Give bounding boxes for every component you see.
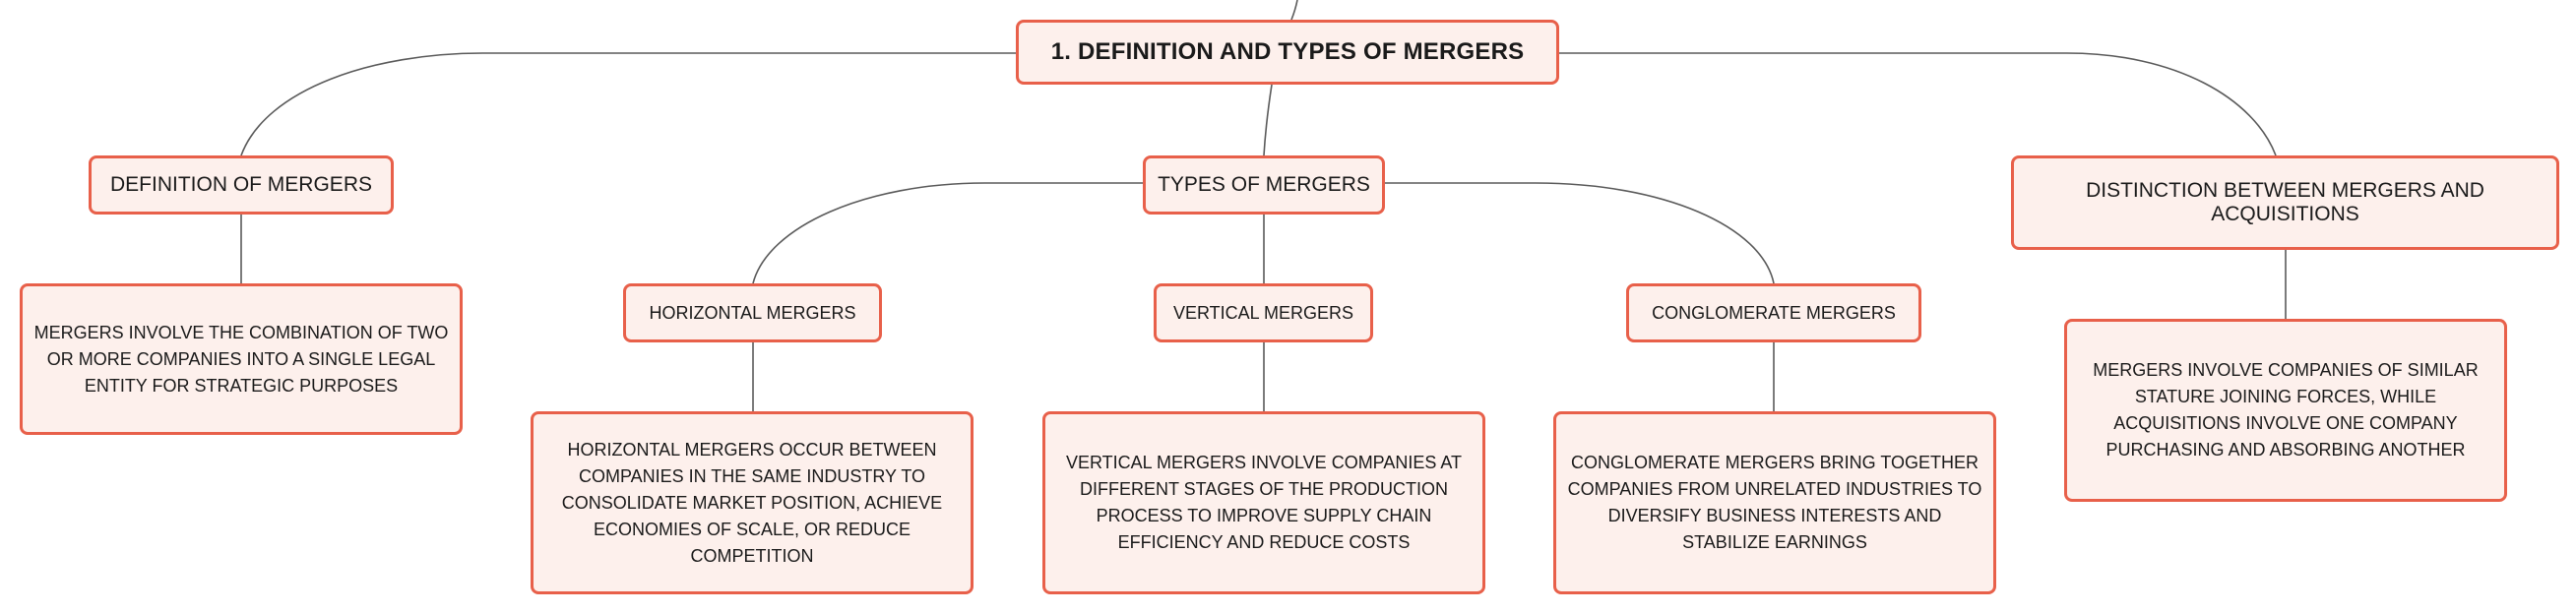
definition-detail-text: MERGERS INVOLVE THE COMBINATION OF TWO O…	[33, 322, 449, 396]
root-node-label: 1. DEFINITION AND TYPES OF MERGERS	[1050, 38, 1525, 65]
conglomerate-mergers-label: CONGLOMERATE MERGERS	[1652, 302, 1896, 323]
vertical-mergers-detail-text: VERTICAL MERGERS INVOLVE COMPANIES AT DI…	[1065, 453, 1463, 552]
conglomerate-mergers-detail-node[interactable]: CONGLOMERATE MERGERS BRING TOGETHER COMP…	[1553, 411, 1996, 594]
horizontal-mergers-node[interactable]: HORIZONTAL MERGERS	[623, 283, 882, 342]
definition-node-label: DEFINITION OF MERGERS	[109, 173, 372, 196]
definition-node[interactable]: DEFINITION OF MERGERS	[89, 155, 394, 215]
connector-types-to-horizontal	[752, 182, 1145, 284]
conglomerate-mergers-detail-text: CONGLOMERATE MERGERS BRING TOGETHER COMP…	[1567, 453, 1982, 552]
definition-detail-node[interactable]: MERGERS INVOLVE THE COMBINATION OF TWO O…	[20, 283, 463, 435]
distinction-node[interactable]: DISTINCTION BETWEEN MERGERS AND ACQUISIT…	[2011, 155, 2559, 250]
connector-root-to-types	[1263, 84, 1273, 156]
vertical-mergers-node[interactable]: VERTICAL MERGERS	[1154, 283, 1373, 342]
horizontal-mergers-label: HORIZONTAL MERGERS	[649, 302, 856, 323]
distinction-detail-node[interactable]: MERGERS INVOLVE COMPANIES OF SIMILAR STA…	[2064, 319, 2507, 502]
connector-parent-to-root	[1290, 0, 1298, 21]
connector-types-to-conglomerate	[1383, 182, 1775, 284]
types-node-label: TYPES OF MERGERS	[1158, 173, 1370, 196]
distinction-detail-text: MERGERS INVOLVE COMPANIES OF SIMILAR STA…	[2093, 360, 2479, 460]
types-node[interactable]: TYPES OF MERGERS	[1143, 155, 1385, 215]
vertical-mergers-detail-node[interactable]: VERTICAL MERGERS INVOLVE COMPANIES AT DI…	[1042, 411, 1485, 594]
horizontal-mergers-detail-text: HORIZONTAL MERGERS OCCUR BETWEEN COMPANI…	[561, 439, 943, 566]
distinction-node-label: DISTINCTION BETWEEN MERGERS AND ACQUISIT…	[2086, 179, 2484, 225]
vertical-mergers-label: VERTICAL MERGERS	[1172, 302, 1354, 323]
root-node[interactable]: 1. DEFINITION AND TYPES OF MERGERS	[1016, 20, 1559, 85]
horizontal-mergers-detail-node[interactable]: HORIZONTAL MERGERS OCCUR BETWEEN COMPANI…	[531, 411, 974, 594]
connector-root-to-distinction	[1558, 52, 2277, 156]
conglomerate-mergers-node[interactable]: CONGLOMERATE MERGERS	[1626, 283, 1921, 342]
connector-root-to-definition	[240, 52, 1016, 156]
